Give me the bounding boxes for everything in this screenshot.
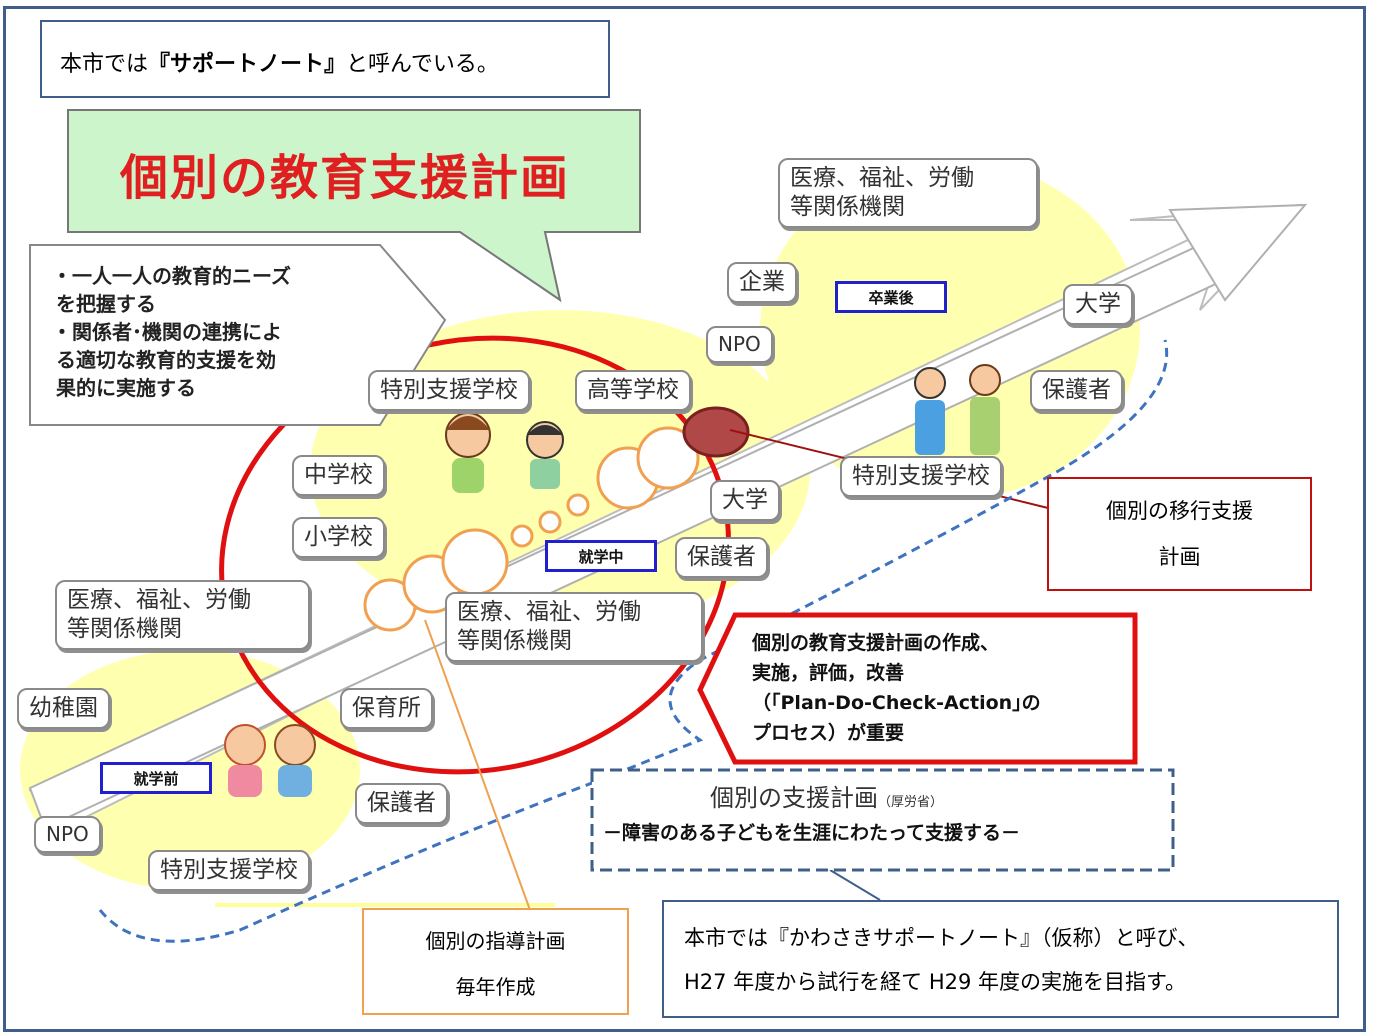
kindergarten-label: 幼稚園 [17,688,110,729]
welfare-box [590,768,1175,872]
callout-line: 計画 [1158,545,1201,569]
special-school-label: 特別支援学校 [368,370,530,411]
preschool-npo-label: NPO [34,816,101,853]
pdca-line: 個別の教育支援計画の作成、 [752,632,1000,654]
kawasaki-note-callout: 本市では『かわさきサポートノート』（仮称）と呼び、 H27 年度から試行を経て … [662,900,1339,1018]
callout-line: 毎年作成 [455,975,536,999]
junior-high-label: 中学校 [292,455,385,496]
stage-graduate: 卒業後 [835,281,947,313]
graduate-guardian-label: 保護者 [1030,370,1123,411]
adults-illustration [914,364,1001,455]
main-title: 個別の教育支援計画 [120,150,571,206]
callout-line: 個別の移行支援 [1106,499,1253,523]
company-label: 企業 [727,262,797,303]
title-bubble [67,109,641,303]
label-line: 等関係機関 [67,615,182,642]
high-school-label: 高等学校 [575,370,691,411]
children-illustration [445,412,564,493]
label-line: 等関係機関 [457,627,572,654]
pdca-line: （｢Plan-Do-Check-Action｣の [752,692,1041,714]
pdca-line: プロセス）が重要 [752,722,905,744]
pdca-shape [697,612,1138,765]
callout-prefix: 本市では [60,52,149,77]
nursery-label: 保育所 [340,688,433,729]
pdca-line: 実施，評価，改善 [752,662,905,684]
welfare-subtitle: －障害のある子どもを生涯にわたって支援する－ [603,822,1021,844]
preschool-medical-label: 医療、福祉、労働 等関係機関 [55,580,310,650]
school-university-label: 大学 [710,480,780,521]
guidance-plan-callout: 個別の指導計画 毎年作成 [362,908,629,1015]
callout-bold: 『サポートノート』 [148,52,347,77]
label-line: 等関係機関 [790,193,905,220]
toddlers-illustration [224,724,316,797]
transition-circle [682,406,750,458]
graduate-university-label: 大学 [1063,284,1133,325]
bullet-line: る適切な教育的支援を効 [56,348,276,372]
label-line: 医療、福祉、労働 [790,165,974,191]
label-line: 医療、福祉、労働 [457,599,641,625]
graduate-medical-label: 医療、福祉、労働 等関係機関 [778,158,1038,228]
callout-line: 本市では『かわさきサポートノート』（仮称）と呼び、 [684,926,1199,950]
bullet-line: 果的に実施する [56,376,196,400]
welfare-title-main: 個別の支援計画 [710,784,878,812]
graduate-special-school-label: 特別支援学校 [840,456,1002,497]
label-line: 医療、福祉、労働 [67,587,251,613]
bullet-line: ・関係者･機関の連携によ [52,320,282,344]
bullet-list: ・一人一人の教育的ニーズ を把握する ・関係者･機関の連携によ る適切な教育的支… [52,262,291,402]
stage-preschool: 就学前 [100,762,212,794]
welfare-span-curve [98,339,1169,943]
bullet-line: ・一人一人の教育的ニーズ [52,264,291,288]
diagram-frame [3,6,1366,1032]
callout-line: 個別の指導計画 [425,929,566,953]
callout-suffix: と呼んでいる。 [346,52,499,77]
stage-school: 就学中 [545,540,657,572]
welfare-title-small: （厚労省） [878,795,944,810]
elementary-label: 小学校 [292,517,385,558]
callout-line: H27 年度から試行を経て H29 年度の実施を目指す。 [684,970,1186,994]
preschool-guardian-label: 保護者 [355,783,448,824]
sapo-note-callout: 本市では『サポートノート』と呼んでいる。 [40,20,610,98]
school-medical-label: 医療、福祉、労働 等関係機関 [445,592,703,662]
bullet-line: を把握する [56,292,156,316]
pdca-text: 個別の教育支援計画の作成、 実施，評価，改善 （｢Plan-Do-Check-A… [752,628,1041,748]
transition-plan-callout: 個別の移行支援 計画 [1047,477,1312,591]
graduate-npo-label: NPO [706,326,773,363]
preschool-special-school-label: 特別支援学校 [148,850,310,891]
school-guardian-label: 保護者 [675,537,768,578]
welfare-title: 個別の支援計画（厚労省） [710,778,943,813]
